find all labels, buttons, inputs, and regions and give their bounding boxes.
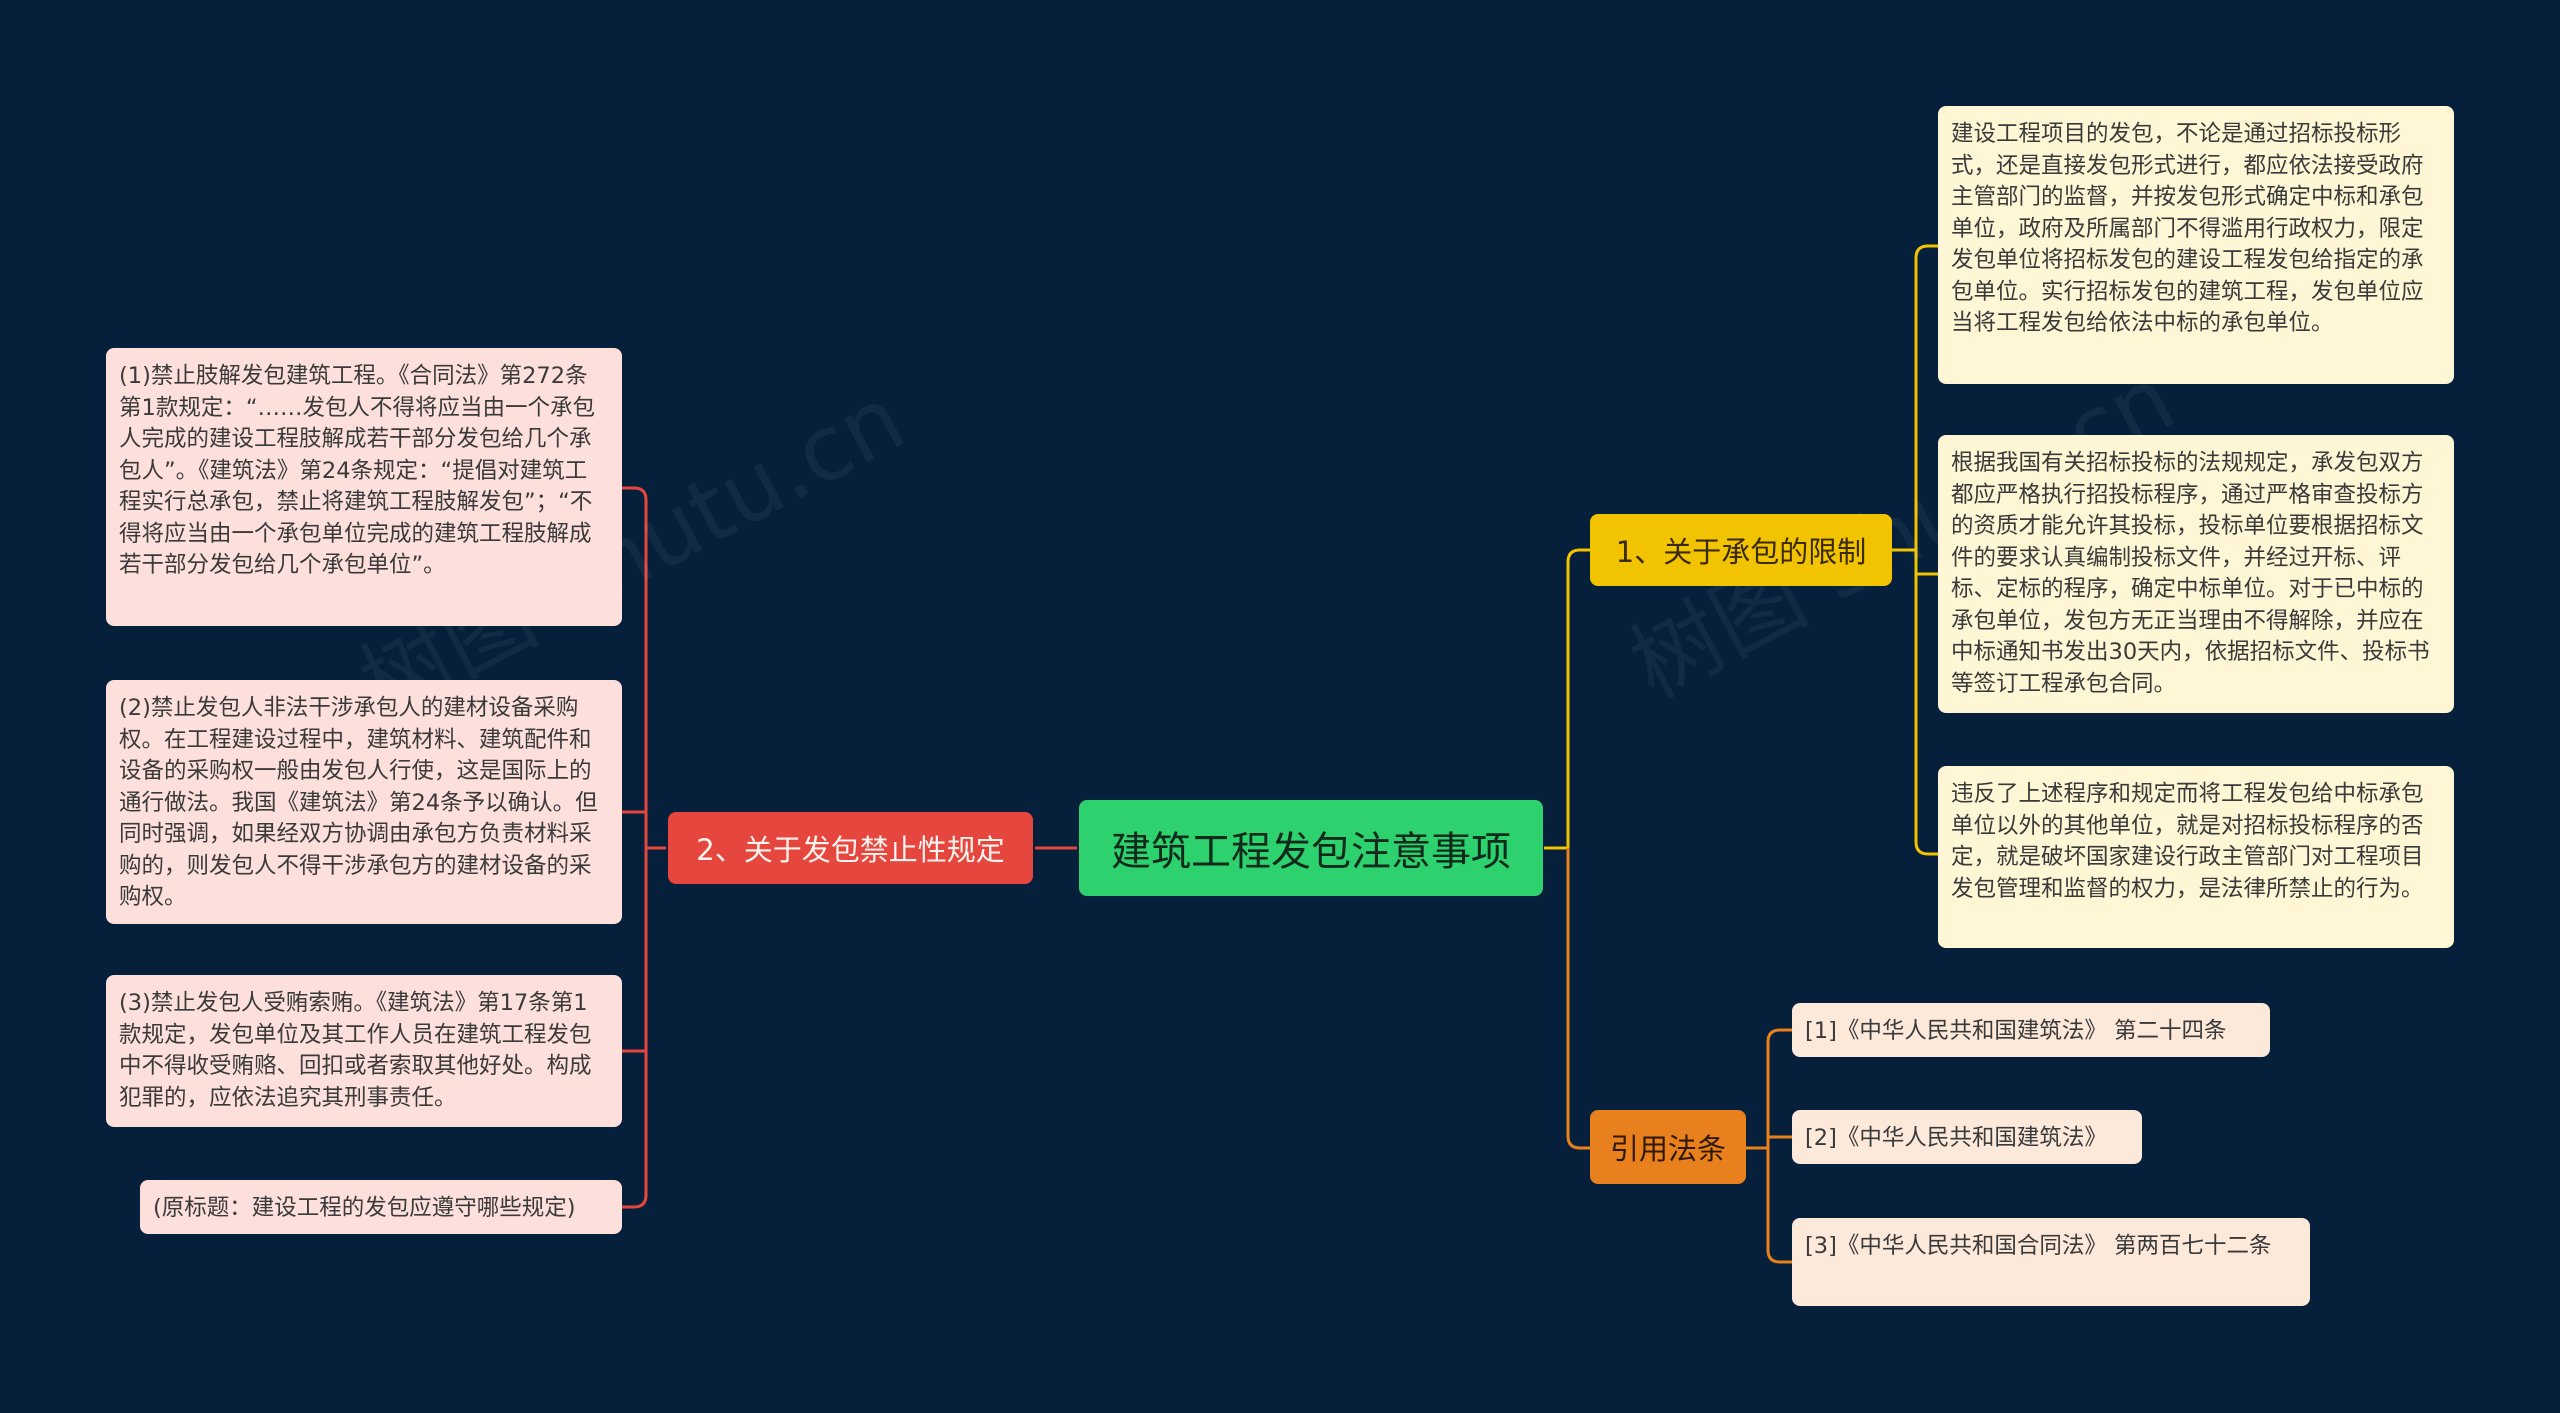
left-connectors	[622, 486, 1077, 1209]
leaf-procedure-violation[interactable]: 违反了上述程序和规定而将工程发包给中标承包单位以外的其他单位，就是对招标投标程序…	[1938, 766, 2454, 948]
leaf-original-title[interactable]: (原标题：建设工程的发包应遵守哪些规定)	[140, 1180, 622, 1234]
branch-prohibitive-rules[interactable]: 2、关于发包禁止性规定	[668, 812, 1033, 884]
right-bottom-connectors	[1566, 848, 1792, 1264]
branch-contracting-limits[interactable]: 1、关于承包的限制	[1590, 514, 1892, 586]
leaf-procurement-interference-ban[interactable]: (2)禁止发包人非法干涉承包人的建材设备采购权。在工程建设过程中，建筑材料、建筑…	[106, 680, 622, 924]
branch-cited-laws[interactable]: 引用法条	[1590, 1110, 1746, 1184]
leaf-bribery-ban[interactable]: (3)禁止发包人受贿索贿。《建筑法》第17条第1款规定，发包单位及其工作人员在建…	[106, 975, 622, 1127]
leaf-bidding-supervision[interactable]: 建设工程项目的发包，不论是通过招标投标形式，还是直接发包形式进行，都应依法接受政…	[1938, 106, 2454, 384]
root-node[interactable]: 建筑工程发包注意事项	[1079, 800, 1543, 896]
leaf-cited-law-3[interactable]: [3]《中华人民共和国合同法》 第两百七十二条	[1792, 1218, 2310, 1306]
leaf-dismemberment-ban[interactable]: (1)禁止肢解发包建筑工程。《合同法》第272条第1款规定：“……发包人不得将应…	[106, 348, 622, 626]
leaf-cited-law-1[interactable]: [1]《中华人民共和国建筑法》 第二十四条	[1792, 1003, 2270, 1057]
leaf-cited-law-2[interactable]: [2]《中华人民共和国建筑法》	[1792, 1110, 2142, 1164]
right-top-connectors	[1544, 244, 1938, 856]
leaf-bidding-procedure[interactable]: 根据我国有关招标投标的法规规定，承发包双方都应严格执行招投标程序，通过严格审查投…	[1938, 435, 2454, 713]
